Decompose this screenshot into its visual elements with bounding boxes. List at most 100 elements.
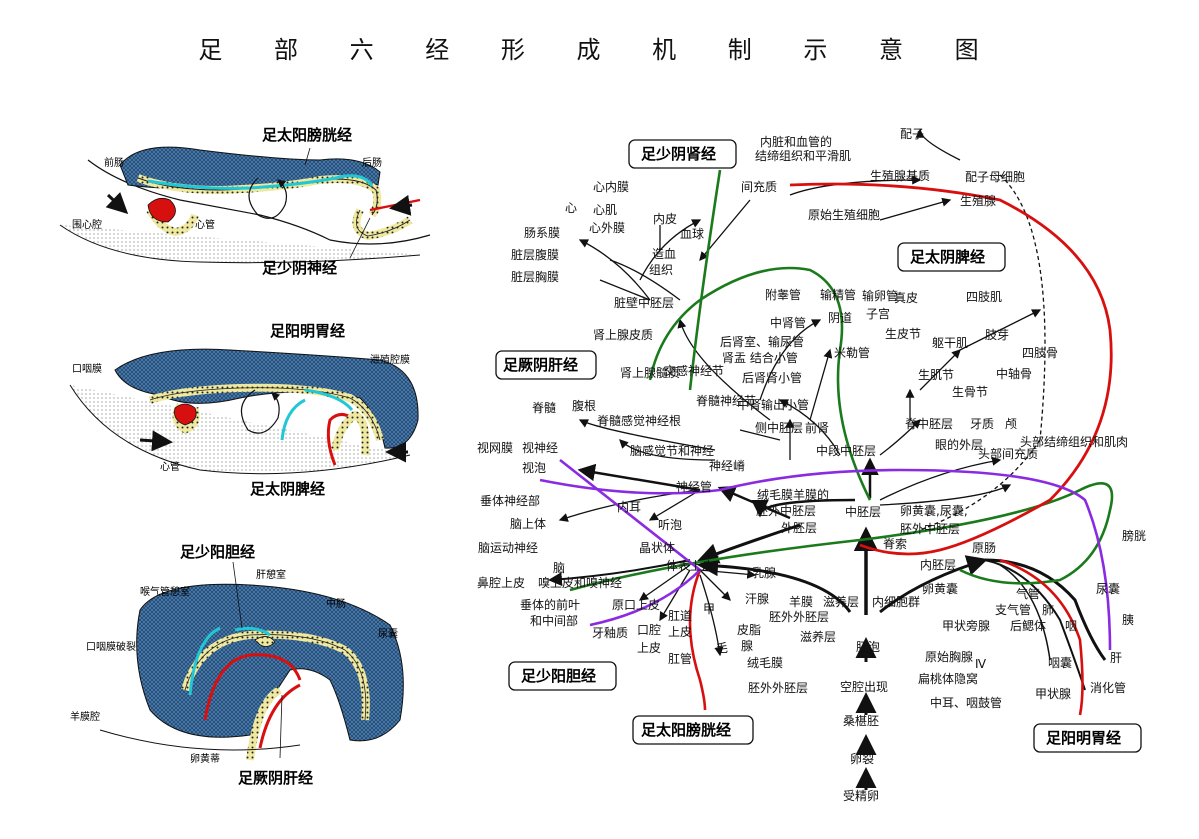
node: 垂体神经部: [480, 493, 540, 508]
path-shaoyin: [648, 169, 872, 501]
node: 中胚层: [845, 504, 881, 519]
node: 内细胞群: [872, 595, 920, 609]
embryo-panel-2: 足阳明胃经 足太阴脾经 口咽膜 泄殖腔膜 心管: [69, 322, 419, 498]
node: 心肌: [593, 203, 617, 217]
p2-sub-label: 足太阴脾经: [250, 480, 325, 498]
p3-yolk: 卵黄蒂: [190, 752, 220, 765]
node: 和中间部: [530, 613, 578, 628]
node: 中肾输出小管: [737, 397, 809, 412]
node: 肾盂 结合小管: [722, 350, 798, 365]
node: 中耳、咽鼓管: [930, 695, 1002, 710]
path-yangming-red: [999, 558, 1084, 716]
node: 附睾管: [765, 287, 801, 302]
node: 口腔: [637, 622, 661, 637]
p2-heart: 心管: [160, 460, 180, 473]
path-jueyin-purple: [539, 468, 1112, 651]
node: 卵黄囊,尿囊,: [900, 503, 968, 518]
node: 颅: [1005, 417, 1017, 431]
node: 原口上皮: [612, 598, 660, 612]
node: 晶状体: [639, 541, 675, 555]
node: 绒毛膜: [747, 656, 783, 670]
node: 体表上皮: [666, 559, 714, 573]
p1-pericard: 围心腔: [72, 218, 102, 231]
node: 脊髓: [532, 401, 556, 415]
node: 气管: [1016, 586, 1040, 601]
node: 脊索: [883, 537, 907, 551]
node: 胰: [1122, 613, 1134, 627]
embryo-panel-1: 足太阳膀胱经 足少阴神经 前肠 后肠 围心腔 心管: [59, 126, 431, 277]
node: 生殖腺: [960, 193, 996, 208]
node: 造血: [652, 247, 676, 261]
node: 内脏和血管的: [760, 134, 832, 149]
legend-yangming: 足阳明胃经: [1046, 729, 1121, 747]
node: 原肠: [972, 541, 996, 555]
node: 甲状旁腺: [942, 618, 990, 633]
node: 脊髓神经节: [696, 394, 756, 408]
node: 真皮: [894, 291, 918, 305]
node: 组织: [649, 263, 673, 277]
node: 肢芽: [985, 327, 1009, 342]
node: 生肌节: [918, 368, 954, 382]
node: 间充质: [741, 179, 777, 194]
node: 内胚层: [920, 558, 956, 572]
node: 生骨节: [952, 385, 988, 399]
node: 血球: [680, 227, 704, 241]
node: 绒毛膜羊膜的: [757, 487, 829, 502]
node: 腺: [741, 639, 753, 653]
node: 甲状腺: [1035, 687, 1071, 701]
meridian-paths: [539, 169, 1114, 716]
node: 后肾肾小管: [742, 370, 802, 385]
legend-taiyang: 足太阳膀胱经: [641, 721, 731, 739]
node: 上皮: [668, 625, 692, 639]
node: 四肢肌: [966, 289, 1002, 304]
node: 生殖腺基质: [870, 168, 930, 183]
node: 甲: [703, 602, 715, 616]
node: 侧中胚层: [755, 420, 803, 435]
legend-shaoyang: 足少阳胆经: [521, 667, 596, 685]
node: 头部间充质: [978, 446, 1038, 461]
p3-sub-label: 足厥阴肝经: [238, 769, 313, 787]
node: 心内膜: [593, 180, 629, 194]
legend-taiyin: 足太阴脾经: [910, 248, 985, 266]
node: 配子母细胞: [965, 170, 1025, 184]
node: 心外膜: [589, 221, 625, 235]
p3-liver: 肝憩室: [256, 568, 286, 581]
node: 肠系膜: [524, 226, 560, 240]
node: 四肢骨: [1022, 345, 1058, 360]
node: 中轴骨: [996, 366, 1032, 381]
node: 鼻腔上皮: [477, 575, 525, 590]
node: 垂体的前叶: [520, 597, 580, 612]
node: 内皮: [653, 212, 677, 226]
node: 躯干肌: [932, 335, 968, 350]
node: 内耳: [617, 500, 641, 514]
p1-foregut: 前肠: [104, 156, 124, 169]
node: 胚外外胚层: [769, 610, 829, 624]
node: 阴道: [828, 311, 852, 325]
node: 羊膜: [789, 594, 813, 609]
node: 生皮节: [885, 327, 921, 341]
node: 交感神经节: [664, 363, 724, 378]
node: 脊中胚层: [905, 416, 953, 431]
page-title: 足 部 六 经 形 成 机 制 示 意 图: [198, 36, 1001, 64]
node: 脏层胸膜: [511, 269, 559, 284]
legend-boxes: 足少阴肾经 足太阴脾经 足厥阴肝经 足少阳胆经 足太阳膀胱经 足阳明胃经: [495, 139, 1142, 753]
node: 米勒管: [834, 345, 870, 360]
node: 肺: [1042, 603, 1054, 617]
node: 胚外外胚层: [748, 681, 808, 695]
node: 后鳃体: [1010, 619, 1046, 633]
node: 原始胸腺: [925, 649, 973, 664]
p1-sub-label: 足少阴神经: [262, 259, 337, 277]
node: 汗腺: [745, 592, 769, 606]
path-shaoyang-purple: [559, 458, 702, 627]
node: 神经嵴: [709, 459, 745, 473]
node: 嗅上皮和嗅神经: [538, 576, 622, 590]
node: 腹根: [572, 399, 596, 413]
node: 上皮: [637, 641, 661, 655]
node: 脑感觉节和神经: [630, 443, 714, 458]
path-taiyin-red: [688, 569, 707, 711]
legend-jueyin: 足厥阴肝经: [503, 356, 578, 374]
node: 胚外中胚层: [756, 503, 816, 518]
node: 空腔出现: [840, 679, 888, 694]
node: 卵裂: [850, 752, 874, 766]
node: 卵黄囊: [922, 581, 958, 596]
